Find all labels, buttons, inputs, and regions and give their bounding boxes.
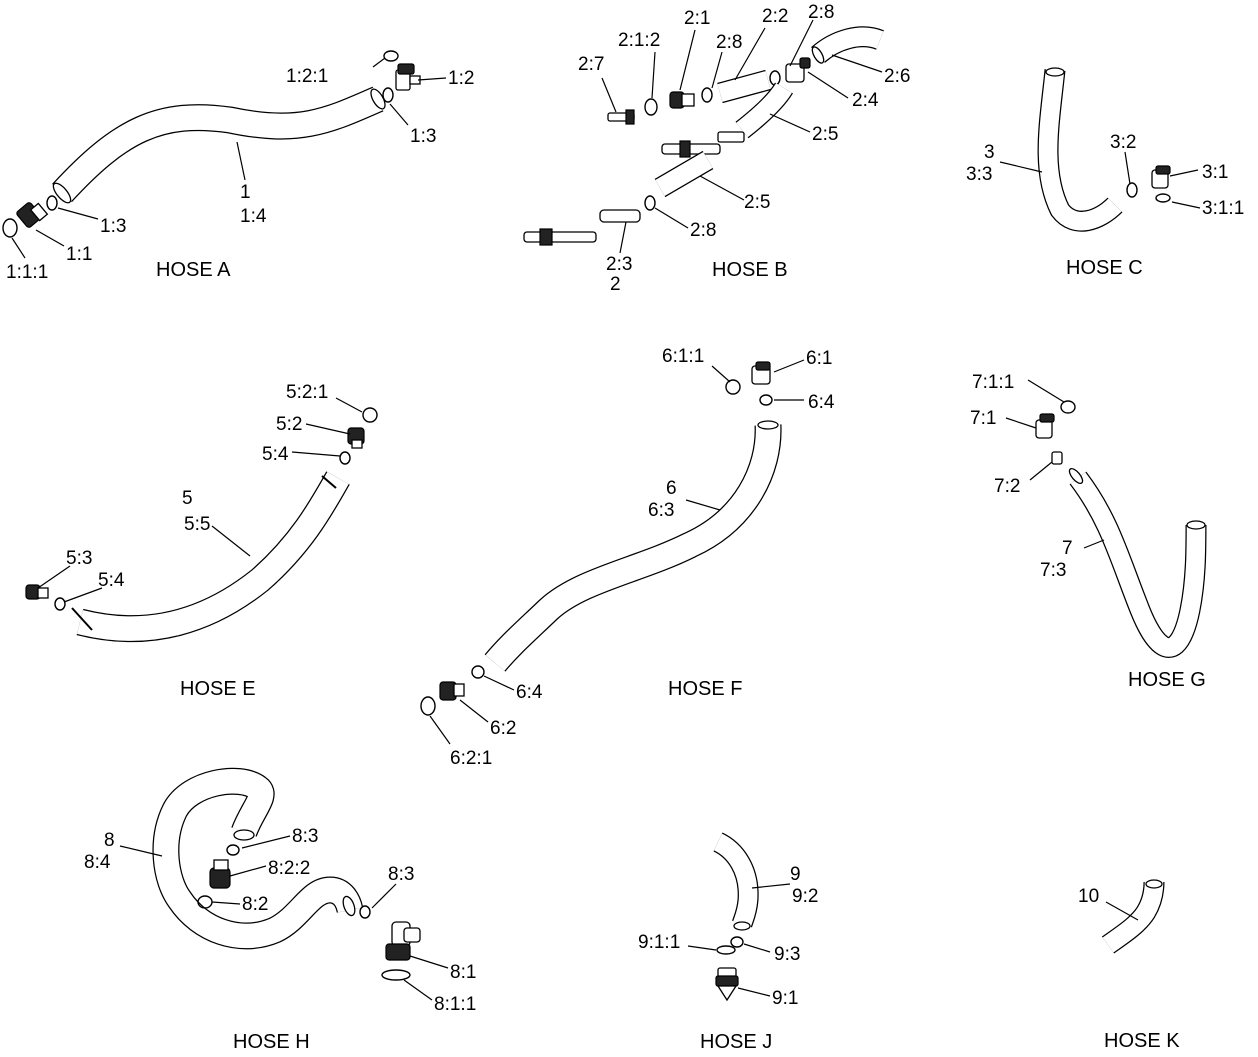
callout-2-5-a: 2:5 xyxy=(812,124,838,145)
hose-e-title: HOSE E xyxy=(180,678,256,700)
callout-5-2: 5:2 xyxy=(276,414,302,435)
callout-3-3: 3:3 xyxy=(966,164,992,185)
callout-9-2: 9:2 xyxy=(792,886,818,907)
callout-7-2: 7:2 xyxy=(994,476,1020,497)
hose-k-group: 10 HOSE K xyxy=(1078,879,1180,1052)
hose-e-group: 5:2:1 5:2 5:4 5 5:5 5:3 5:4 HOSE E xyxy=(25,382,378,700)
callout-8-1-1: 8:1:1 xyxy=(434,994,476,1015)
callout-8: 8 xyxy=(104,830,115,851)
callout-8-1: 8:1 xyxy=(450,962,476,983)
callout-9: 9 xyxy=(790,864,801,885)
callout-2-8-b: 2:8 xyxy=(808,2,834,23)
callout-10: 10 xyxy=(1078,886,1099,907)
callout-2-4: 2:4 xyxy=(852,90,879,111)
callout-2-5-b: 2:5 xyxy=(744,192,770,213)
callout-2-7: 2:7 xyxy=(578,54,604,75)
callout-3-1-1: 3:1:1 xyxy=(1202,198,1244,219)
callout-8-3-right: 8:3 xyxy=(388,864,414,885)
hose-f-title: HOSE F xyxy=(668,678,742,700)
callout-6-1: 6:1 xyxy=(806,348,832,369)
hose-h-group: 8 8:4 8:3 8:2:2 8:2 8:3 8:1 8:1:1 HOSE H xyxy=(84,767,476,1053)
hose-k-title: HOSE K xyxy=(1104,1030,1180,1052)
hose-g-group: 7:1:1 7:1 7:2 7 7:3 HOSE G xyxy=(970,372,1207,691)
callout-6: 6 xyxy=(666,478,677,499)
callout-8-2-2: 8:2:2 xyxy=(268,858,310,879)
callout-8-3-left: 8:3 xyxy=(292,826,318,847)
hose-b-title: HOSE B xyxy=(712,259,788,281)
callout-3-1: 3:1 xyxy=(1202,162,1228,183)
callout-1-3-top: 1:3 xyxy=(410,126,436,147)
hose-b-group: 2:1:2 2:1 2:8 2:2 2:8 2:7 2:6 2:4 2:5 2:… xyxy=(523,2,910,295)
callout-6-4-top: 6:4 xyxy=(808,392,835,413)
callout-5-4-bottom: 5:4 xyxy=(98,570,125,591)
callout-6-2-1: 6:2:1 xyxy=(450,748,492,769)
callout-2-1: 2:1 xyxy=(684,8,710,29)
hose-j-title: HOSE J xyxy=(700,1031,772,1053)
callout-2-1-2: 2:1:2 xyxy=(618,30,660,51)
callout-6-4-bottom: 6:4 xyxy=(516,682,543,703)
fitting-1-2 xyxy=(395,63,421,91)
callout-9-1-1: 9:1:1 xyxy=(638,932,680,953)
callout-2-8-a: 2:8 xyxy=(716,32,742,53)
callout-6-3: 6:3 xyxy=(648,500,674,521)
callout-5-2-1: 5:2:1 xyxy=(286,382,328,403)
callout-2-3: 2:3 xyxy=(606,254,632,275)
callout-5: 5 xyxy=(182,488,193,509)
callout-1-1: 1:1 xyxy=(66,244,92,265)
callout-3: 3 xyxy=(984,142,995,163)
callout-9-1: 9:1 xyxy=(772,988,798,1009)
callout-5-5: 5:5 xyxy=(184,514,210,535)
callout-2: 2 xyxy=(610,274,621,295)
fitting-1-1 xyxy=(16,202,49,228)
callout-8-4: 8:4 xyxy=(84,852,111,873)
callout-1-4: 1:4 xyxy=(240,206,267,227)
callout-1-3-bottom: 1:3 xyxy=(100,216,126,237)
callout-5-4-top: 5:4 xyxy=(262,444,289,465)
hose-c-title: HOSE C xyxy=(1066,257,1143,279)
callout-7-3: 7:3 xyxy=(1040,560,1066,581)
callout-7-1: 7:1 xyxy=(970,408,996,429)
callout-9-3: 9:3 xyxy=(774,944,800,965)
hose-h-title: HOSE H xyxy=(233,1031,310,1053)
callout-3-2: 3:2 xyxy=(1110,132,1136,153)
callout-5-3: 5:3 xyxy=(66,548,92,569)
callout-1: 1 xyxy=(240,182,251,203)
callout-2-2: 2:2 xyxy=(762,6,788,27)
hose-a-group: 1:2:1 1:2 1:3 1 1:4 1:3 1:1 1:1:1 HOSE A xyxy=(2,50,474,283)
callout-1-1-1: 1:1:1 xyxy=(6,262,48,283)
callout-2-8-c: 2:8 xyxy=(690,220,716,241)
hose-g-title: HOSE G xyxy=(1128,669,1206,691)
callout-2-6: 2:6 xyxy=(884,66,910,87)
callout-8-2: 8:2 xyxy=(242,894,268,915)
callout-1-2: 1:2 xyxy=(448,68,474,89)
hose-j-group: 9 9:2 9:1:1 9:3 9:1 HOSE J xyxy=(638,832,818,1053)
hose-f-group: 6:1:1 6:1 6:4 6 6:3 6:4 6:2 6:2:1 HOSE F xyxy=(420,346,835,769)
hose-a-title: HOSE A xyxy=(156,259,231,281)
callout-6-2: 6:2 xyxy=(490,718,516,739)
callout-7: 7 xyxy=(1062,538,1073,559)
callout-1-2-1: 1:2:1 xyxy=(286,66,328,87)
hose-c-group: 3 3:3 3:2 3:1 3:1:1 HOSE C xyxy=(966,67,1244,279)
callout-7-1-1: 7:1:1 xyxy=(972,372,1014,393)
callout-6-1-1: 6:1:1 xyxy=(662,346,704,367)
